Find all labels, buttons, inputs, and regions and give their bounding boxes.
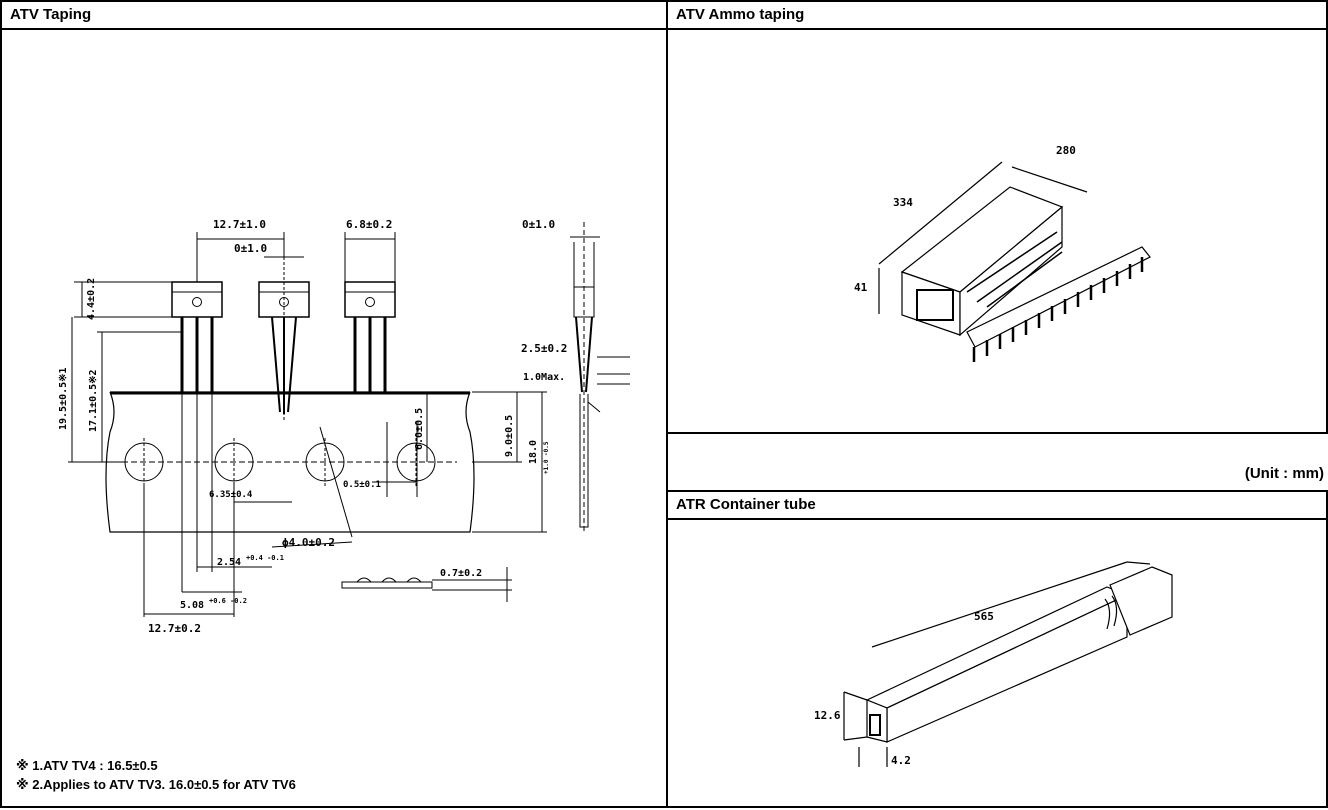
dim-lead-254-tol: +0.4 -0.1 [246,554,284,562]
dim-lead-254: 2.54 [217,557,241,568]
dim-side-10: 1.0Max. [523,372,565,383]
dim-h44: 4.4±0.2 [86,278,97,320]
taping-drawing: 12.7±1.0 6.8±0.2 0±1.0 0±1.0 4.4±0.2 19.… [58,218,630,635]
note-1: ※ 1.ATV TV4 : 16.5±0.5 [16,758,158,773]
note-2: ※ 2.Applies to ATV TV3. 16.0±0.5 for ATV… [16,777,296,792]
container-drawing: 565 12.6 4.2 [814,561,1173,767]
ammo-dim-length: 334 [893,196,913,209]
unit-label: (Unit : mm) [1244,465,1324,482]
dim-h180-tol: +1.0 -0.5 [543,441,550,474]
dim-h180: 18.0 [528,440,539,464]
dim-lead-508-tol: +0.6 -0.2 [209,597,247,605]
dim-side-offset: 0±1.0 [522,218,555,231]
container-dim-length: 565 [974,610,994,623]
dim-tape-thickness: 0.7±0.2 [440,568,482,579]
dim-small-05: 0.5±0.1 [343,480,381,490]
panel-title-taping: ATV Taping [2,2,666,30]
dim-body-width: 6.8±0.2 [346,218,392,231]
taping-panel: ATV Taping [0,0,668,808]
container-dim-height: 12.6 [814,709,841,722]
dim-pitch-bottom: 12.7±0.2 [148,622,201,635]
dim-h195: 19.5±0.5※1 [58,367,69,430]
dim-h60: 6.0±0.5 [414,408,425,450]
container-dim-width: 4.2 [891,754,911,767]
dim-hole-offset: 6.35±0.4 [209,490,253,500]
dim-pitch-top: 12.7±1.0 [213,218,266,231]
dim-side-25: 2.5±0.2 [521,342,567,355]
ammo-dim-height: 41 [854,281,868,294]
dim-lead-offset: 0±1.0 [234,242,267,255]
dim-hole-diameter: ϕ4.0±0.2 [282,536,335,549]
container-panel: ATR Container tube 565 12.6 4.2 [666,490,1328,808]
panel-title-container: ATR Container tube [668,492,1326,520]
ammo-drawing: 280 334 41 [854,144,1151,362]
dim-lead-508: 5.08 [180,600,204,611]
dim-h171: 17.1±0.5※2 [88,369,99,432]
panel-title-ammo: ATV Ammo taping [668,2,1326,30]
dim-h90: 9.0±0.5 [504,415,515,457]
ammo-dim-width: 280 [1056,144,1076,157]
ammo-panel: ATV Ammo taping [666,0,1328,434]
